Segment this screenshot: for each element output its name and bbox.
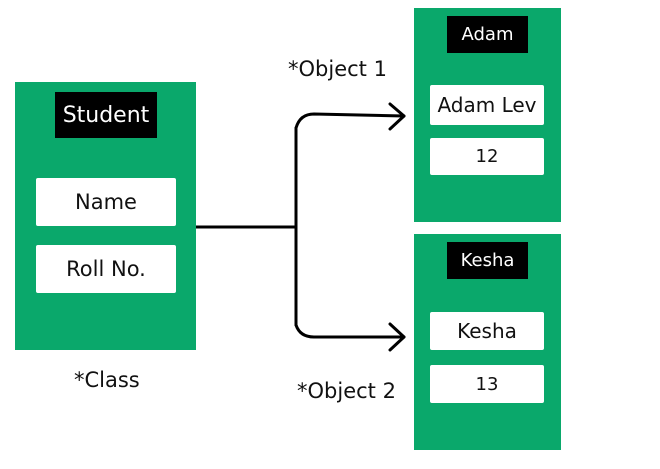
object-1-card: Adam Adam Lev 12 xyxy=(414,8,561,222)
upper-arrow-line xyxy=(294,112,406,130)
class-field-name: Name xyxy=(36,178,176,226)
class-caption: *Class xyxy=(74,368,140,392)
object-1-field-roll-no: 12 xyxy=(430,138,544,175)
object-2-card: Kesha Kesha 13 xyxy=(414,234,561,450)
class-title: Student xyxy=(55,92,157,138)
object-2-field-name: Kesha xyxy=(430,312,544,350)
lower-arrow-head xyxy=(388,322,406,352)
upper-arrow-head xyxy=(388,102,406,131)
object-2-title: Kesha xyxy=(447,242,528,279)
class-field-roll-no: Roll No. xyxy=(36,245,176,293)
object-1-caption: *Object 1 xyxy=(288,57,387,81)
object-1-field-name: Adam Lev xyxy=(430,85,544,125)
class-card: Student Name Roll No. xyxy=(15,82,196,350)
object-2-caption: *Object 2 xyxy=(297,379,396,403)
object-1-title: Adam xyxy=(447,16,528,53)
object-2-field-roll-no: 13 xyxy=(430,365,544,403)
lower-arrow-line xyxy=(294,323,406,339)
